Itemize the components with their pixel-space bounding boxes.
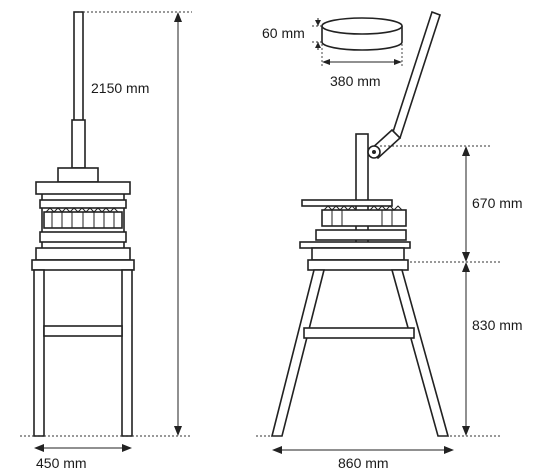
- side-cutting-head: [321, 205, 407, 227]
- arrow-right-icon: [122, 444, 132, 452]
- front-head-block: [57, 167, 99, 183]
- side-crossbar: [303, 327, 415, 339]
- side-bowl: [315, 229, 407, 241]
- front-right-leg: [121, 269, 133, 437]
- front-dimensions: [20, 11, 192, 452]
- arrow-down-icon: [174, 426, 182, 436]
- side-column: [355, 133, 369, 245]
- arrow-down-icon: [462, 426, 470, 436]
- tray-height-label: 60 mm: [262, 25, 305, 41]
- arrow-right-icon: [444, 446, 454, 454]
- arrow-left-icon: [34, 444, 44, 452]
- arrow-down-icon: [462, 252, 470, 262]
- side-width-label: 860 mm: [338, 455, 389, 471]
- total-height-label: 2150 mm: [91, 80, 149, 96]
- arrow-up-icon: [315, 42, 321, 48]
- front-view: [31, 11, 135, 437]
- front-bowl-plate: [39, 231, 127, 243]
- front-stand-top: [31, 259, 135, 271]
- arrow-up-icon: [462, 262, 470, 272]
- front-handle-shaft: [71, 119, 86, 169]
- front-crossbar: [43, 325, 123, 337]
- side-base-plate: [311, 247, 405, 261]
- front-left-leg: [33, 269, 45, 437]
- front-cutting-head: [43, 207, 123, 229]
- stand-height-label: 830 mm: [472, 317, 523, 333]
- head-height-label: 670 mm: [472, 195, 523, 211]
- front-base-plate: [35, 247, 131, 261]
- side-dimensions: [256, 18, 500, 454]
- side-head-plate: [301, 199, 393, 207]
- arrow-up-icon: [174, 12, 182, 22]
- front-press-plate: [39, 199, 127, 209]
- arrow-right-icon: [394, 59, 402, 65]
- arrow-left-icon: [322, 59, 330, 65]
- side-stand-top: [307, 259, 409, 271]
- side-base-tray: [299, 241, 411, 249]
- tray-diameter-label: 380 mm: [330, 73, 381, 89]
- front-handle: [73, 11, 84, 133]
- front-top-plate: [35, 181, 131, 195]
- arrow-down-icon: [315, 20, 321, 26]
- arrow-up-icon: [462, 146, 470, 156]
- arrow-left-icon: [272, 446, 282, 454]
- front-width-label: 450 mm: [36, 455, 87, 471]
- side-left-leg: [270, 269, 326, 437]
- dough-tray: [321, 17, 403, 51]
- side-right-leg: [390, 269, 450, 437]
- side-view: [270, 10, 450, 437]
